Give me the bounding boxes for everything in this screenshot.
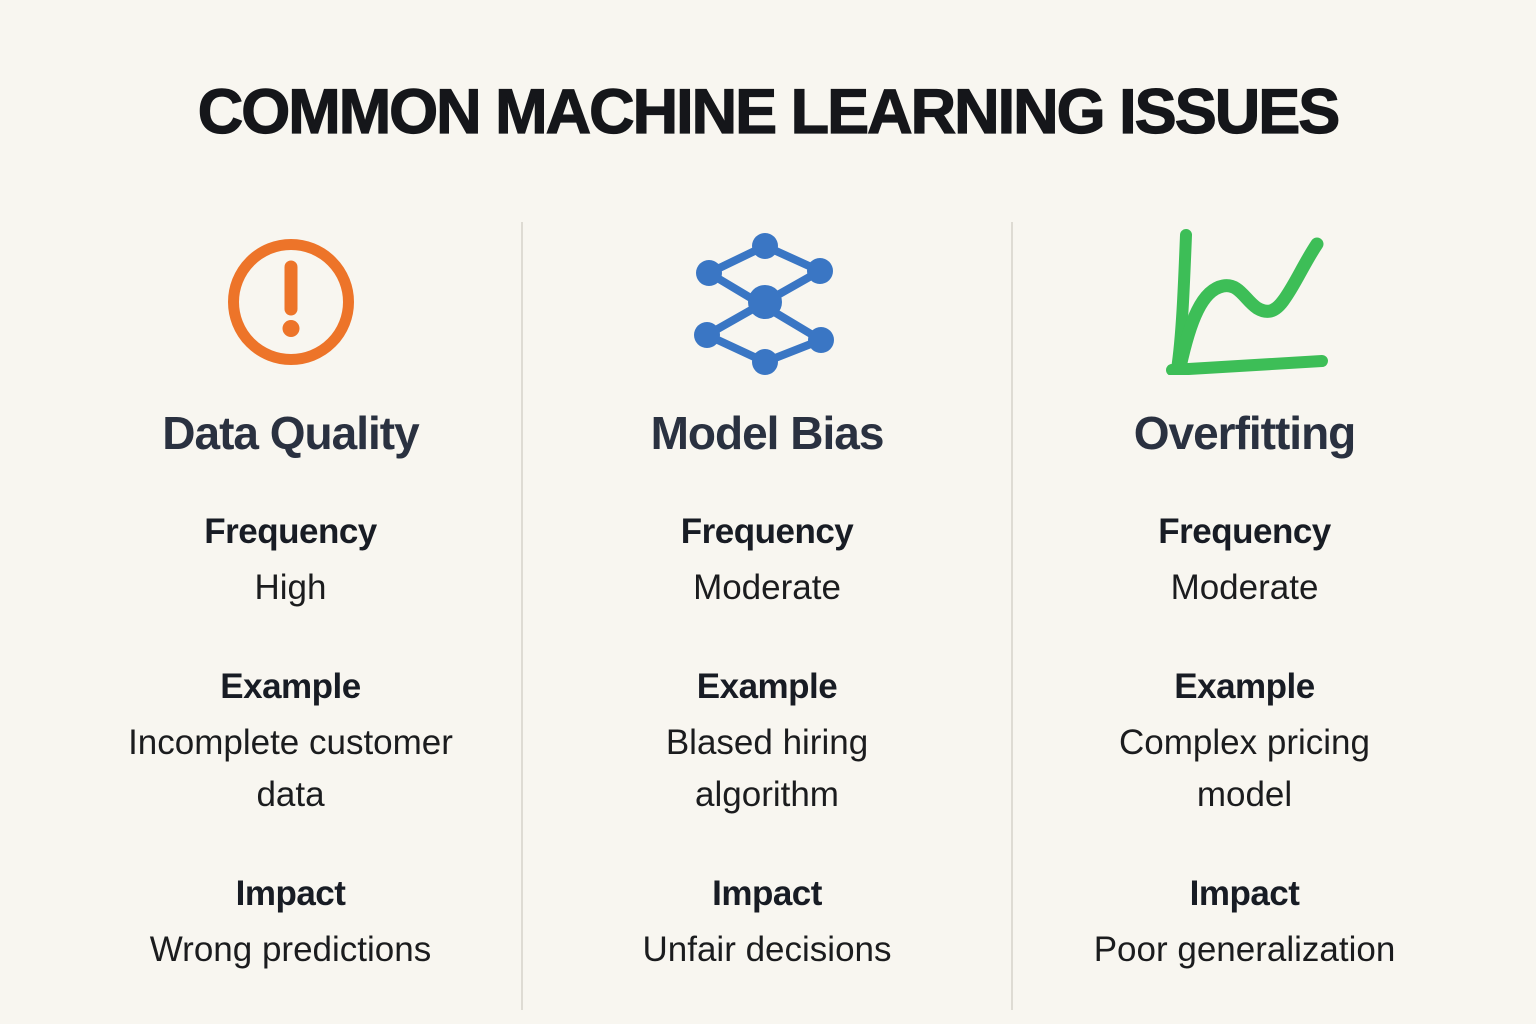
- attribute-label: Frequency: [204, 512, 377, 552]
- attribute-value: Blased hiring algorithm: [665, 722, 869, 815]
- attribute-value: Moderate: [693, 568, 841, 608]
- attribute-row: Impact Poor generalization: [1013, 874, 1476, 977]
- attribute-row: Frequency High: [60, 512, 521, 615]
- column-title: Overfitting: [1133, 407, 1357, 460]
- attribute-value: High: [254, 568, 327, 608]
- attribute-value: Moderate: [1170, 568, 1319, 608]
- column-overfitting: Overfitting Frequency Moderate Example C…: [1013, 222, 1476, 1010]
- attribute-value: Complex pricing model: [1119, 722, 1370, 815]
- column-title: Model Bias: [650, 407, 885, 460]
- attribute-label: Frequency: [1158, 512, 1331, 552]
- attribute-label: Example: [220, 666, 361, 706]
- attribute-label: Impact: [712, 873, 822, 913]
- attribute-row: Example Incomplete customer data: [60, 667, 521, 822]
- alert-circle-icon: [60, 222, 521, 382]
- attribute-row: Impact Wrong predictions: [60, 874, 521, 977]
- attribute-label: Impact: [1189, 873, 1300, 913]
- attribute-row: Example Complex pricing model: [1013, 667, 1476, 822]
- attribute-value: Wrong predictions: [149, 929, 432, 969]
- attribute-row: Example Blased hiring algorithm: [523, 667, 1011, 822]
- attribute-row: Frequency Moderate: [1013, 512, 1476, 615]
- line-chart-icon: [1013, 222, 1476, 382]
- column-title: Data Quality: [162, 407, 419, 460]
- attribute-label: Example: [696, 666, 838, 706]
- attribute-label: Frequency: [680, 512, 854, 552]
- column-data-quality: Data Quality Frequency High Example Inco…: [60, 222, 521, 1010]
- attribute-label: Impact: [235, 873, 346, 913]
- attribute-value: Incomplete customer data: [128, 722, 453, 815]
- page-title: COMMON MACHINE LEARNING ISSUES: [197, 76, 1341, 147]
- attribute-value: Poor generalization: [1093, 929, 1396, 969]
- attribute-value: Unfair decisions: [642, 929, 892, 969]
- neural-network-icon: [523, 222, 1011, 382]
- column-model-bias: Model Bias Frequency Moderate Example Bl…: [521, 222, 1013, 1011]
- attribute-label: Example: [1174, 666, 1315, 706]
- attribute-row: Impact Unfair decisions: [523, 874, 1011, 977]
- issues-columns: Data Quality Frequency High Example Inco…: [0, 222, 1536, 1011]
- attribute-row: Frequency Moderate: [523, 512, 1011, 615]
